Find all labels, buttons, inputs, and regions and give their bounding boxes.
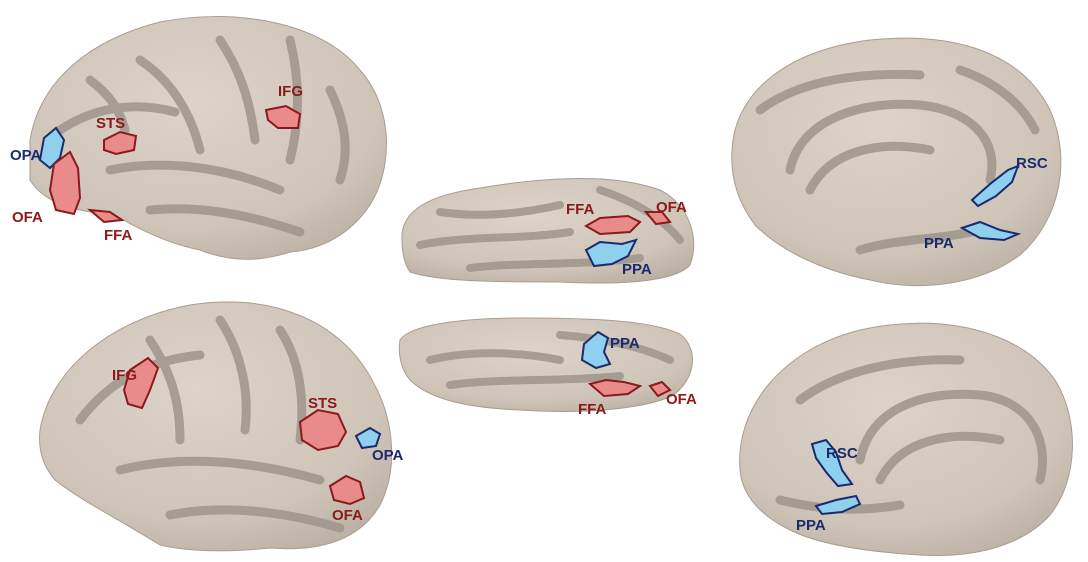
left-medial-rsc-label: RSC (1016, 155, 1048, 172)
panel-left-lateral: OPA STS IFG OFA FFA (10, 17, 386, 260)
left-lateral-opa-label: OPA (10, 147, 42, 164)
left-lateral-surface (30, 17, 386, 260)
ventral-bottom-surface (399, 318, 692, 411)
right-lateral-ofa-label: OFA (332, 507, 363, 524)
panel-ventral-bottom: PPA FFA OFA (399, 318, 697, 418)
ventral-top-ofa-label: OFA (656, 199, 687, 216)
ventral-top-ffa-label: FFA (566, 201, 594, 218)
ventral-bottom-ppa-label: PPA (610, 335, 640, 352)
panel-ventral-top: FFA OFA PPA (402, 178, 694, 283)
right-medial-ppa-label: PPA (796, 517, 826, 534)
right-lateral-opa-label: OPA (372, 447, 404, 464)
right-lateral-sts-label: STS (308, 395, 337, 412)
left-medial-ppa-label: PPA (924, 235, 954, 252)
right-lateral-ifg-label: IFG (112, 367, 137, 384)
left-lateral-ofa-label: OFA (12, 209, 43, 226)
panel-right-lateral: IFG STS OPA OFA (40, 302, 404, 551)
left-lateral-ffa-label: FFA (104, 227, 132, 244)
ventral-bottom-ffa-label: FFA (578, 401, 606, 418)
ventral-top-ppa-label: PPA (622, 261, 652, 278)
left-lateral-ifg-label: IFG (278, 83, 303, 100)
right-medial-rsc-label: RSC (826, 445, 858, 462)
panel-left-medial: RSC PPA (732, 38, 1061, 285)
ventral-bottom-ofa-label: OFA (666, 391, 697, 408)
panel-right-medial: RSC PPA (740, 323, 1073, 555)
left-lateral-sts-label: STS (96, 115, 125, 132)
